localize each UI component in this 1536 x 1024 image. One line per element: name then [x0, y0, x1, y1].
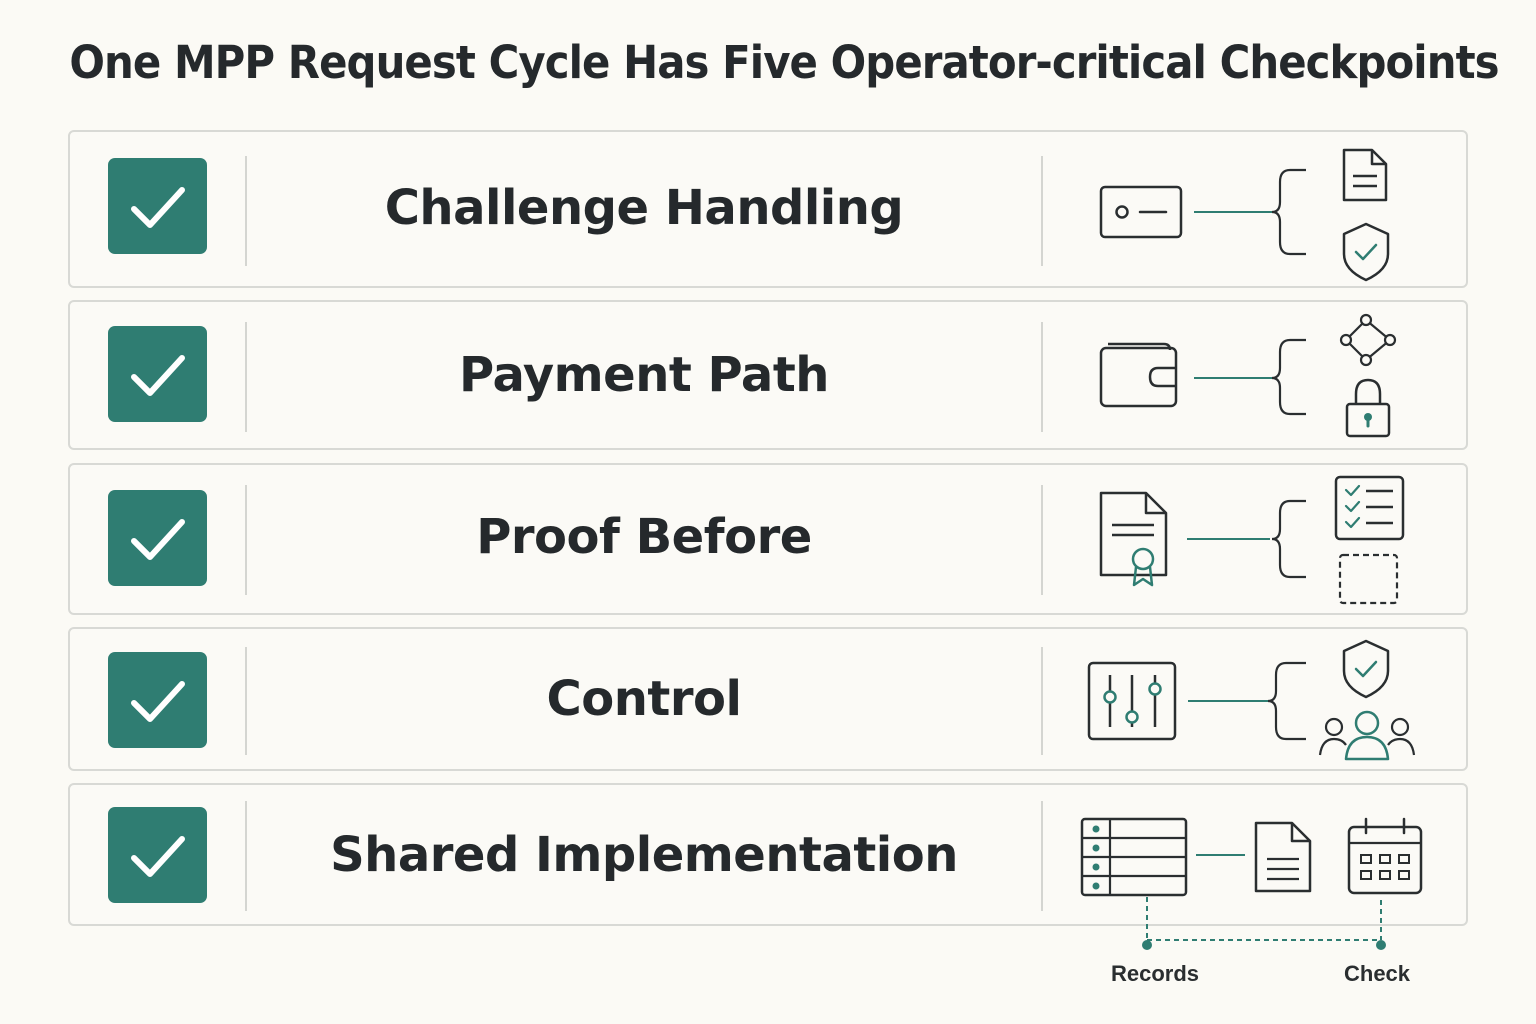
network-icon [1339, 313, 1397, 367]
checkmark-icon [108, 158, 207, 254]
sliders-icon [1087, 661, 1177, 741]
records-caption: Records [1111, 961, 1200, 986]
users-icon [1318, 710, 1416, 761]
page-title: One MPP Request Cycle Has Five Operator-… [69, 36, 1499, 89]
checkpoint-label: Control [546, 671, 742, 727]
placeholder-box-icon [1338, 553, 1399, 605]
wallet-icon [1099, 342, 1178, 408]
document-icon [1342, 148, 1388, 202]
check-caption: Check [1344, 961, 1411, 986]
checkpoint-row-proof-before: Proof Before [68, 463, 1468, 615]
checkpoint-label: Challenge Handling [384, 180, 904, 236]
checklist-icon [1334, 475, 1405, 541]
checkpoint-row-control: Control [68, 627, 1468, 771]
lock-icon [1345, 378, 1391, 438]
checkmark-icon [108, 807, 207, 903]
calendar-icon [1347, 817, 1423, 895]
checkpoint-label: Shared Implementation [330, 827, 958, 883]
shield-check-icon [1342, 639, 1390, 699]
checkpoint-label: Payment Path [459, 347, 829, 403]
checkpoint-row-challenge-handling: Challenge Handling [68, 130, 1468, 288]
shield-check-icon [1342, 222, 1390, 282]
id-card-icon [1099, 185, 1183, 239]
checkmark-icon [108, 490, 207, 586]
checkpoint-row-shared-implementation: Shared Implementation [68, 783, 1468, 926]
records-table-icon [1080, 817, 1188, 897]
certificate-icon [1099, 491, 1168, 587]
checkmark-icon [108, 326, 207, 422]
checkmark-icon [108, 652, 207, 748]
document-icon [1254, 821, 1312, 893]
checkpoint-row-payment-path: Payment Path [68, 300, 1468, 450]
checkpoint-label: Proof Before [476, 509, 812, 565]
